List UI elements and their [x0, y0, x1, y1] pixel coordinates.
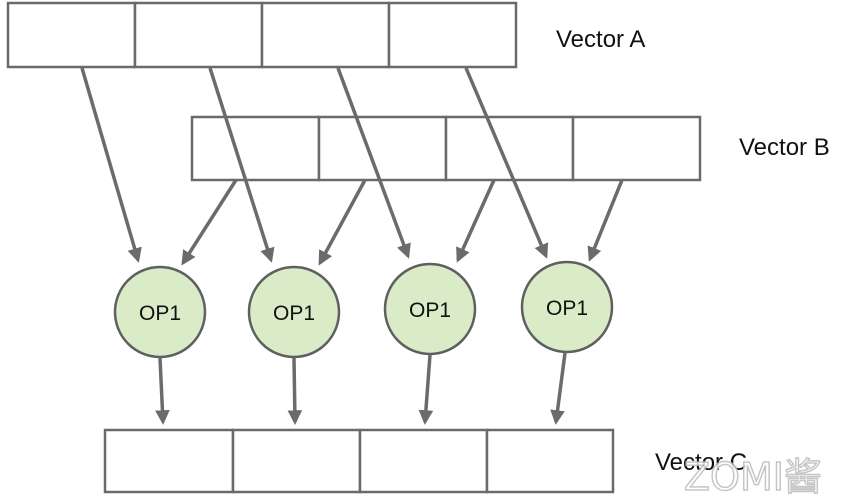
- op-circle: [247, 265, 341, 359]
- vector-b-cell-2: [317, 115, 448, 182]
- arrow-a1-op1: [80, 67, 142, 263]
- vector-c-cell-1: [103, 428, 235, 494]
- vector-a-cell-2: [133, 1, 264, 69]
- vector-c-cell-4: [485, 428, 615, 494]
- arrow-a2-op2: [208, 67, 275, 263]
- arrow-b3-op3: [456, 179, 496, 263]
- vector-b: [190, 115, 702, 182]
- vector-b-cell-4: [571, 115, 702, 182]
- op-label: OP1: [409, 299, 451, 322]
- arrow-op1-c1: [155, 357, 170, 425]
- vector-a-cell-3: [260, 1, 391, 69]
- vector-a-label: Vector A: [556, 26, 645, 53]
- watermark: ZOMI酱: [684, 455, 822, 499]
- arrow-b1-op1: [181, 179, 238, 266]
- arrows-b-to-op: [181, 179, 624, 266]
- vector-a-cell-1: [6, 1, 137, 69]
- arrow-op3-c3: [418, 354, 434, 425]
- arrow-op4-c4: [550, 352, 567, 425]
- vector-a-cell-4: [387, 1, 518, 69]
- arrow-a3-op3: [336, 67, 411, 259]
- vector-c-label: Vector C: [655, 449, 747, 476]
- arrow-b2-op2: [318, 179, 367, 266]
- op-circle: [520, 260, 614, 354]
- vector-c-cell-2: [231, 428, 362, 494]
- op-node-1: OP1: [113, 265, 207, 359]
- arrows-op-to-c: [155, 352, 567, 425]
- op-label: OP1: [139, 302, 181, 325]
- vector-c-cell-3: [358, 428, 489, 494]
- op-label: OP1: [546, 297, 588, 320]
- arrow-op2-c2: [287, 357, 303, 425]
- vector-b-cell-1: [190, 115, 321, 182]
- arrow-a4-op4: [464, 67, 549, 259]
- op-circle: [383, 262, 477, 356]
- arrows-a-to-op: [80, 67, 549, 263]
- vector-c: [103, 428, 615, 494]
- op-circle: [113, 265, 207, 359]
- op-node-3: OP1: [383, 262, 477, 356]
- op-node-4: OP1: [520, 260, 614, 354]
- op-label: OP1: [273, 302, 315, 325]
- vector-a: [6, 1, 518, 69]
- arrow-b4-op4: [587, 179, 624, 262]
- op-node-2: OP1: [247, 265, 341, 359]
- vector-b-label: Vector B: [739, 134, 830, 161]
